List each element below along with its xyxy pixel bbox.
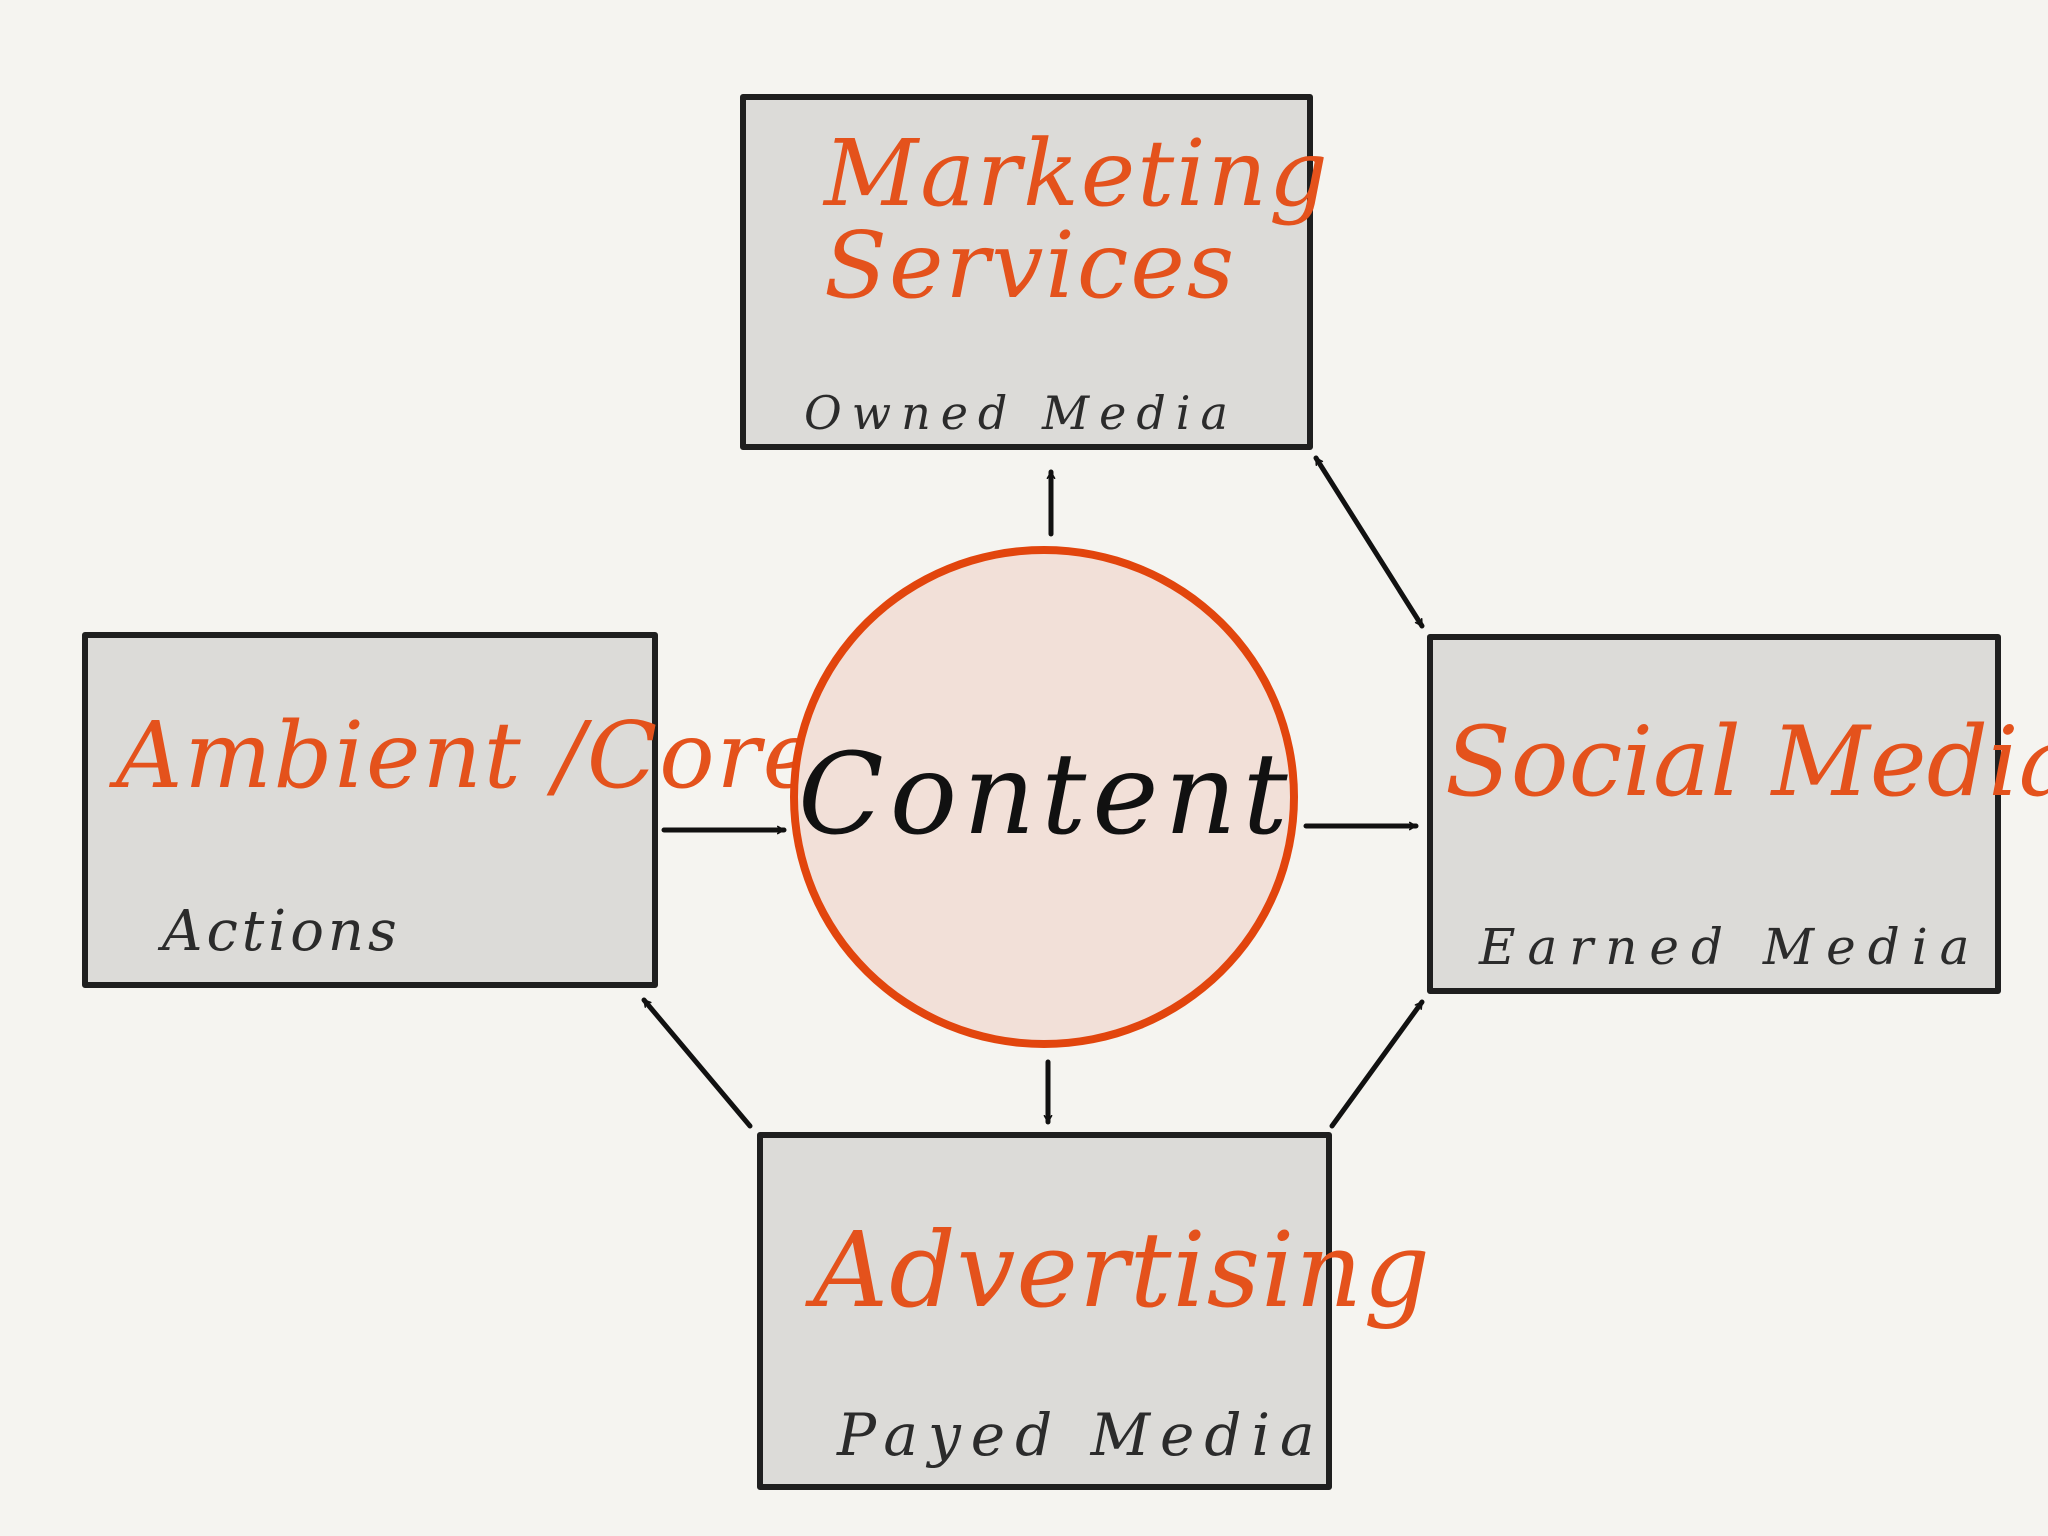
node-advertising-title: Advertising — [813, 1209, 1431, 1331]
node-advertising: Advertising Payed Media — [757, 1132, 1430, 1490]
node-ambient-core: Ambient /Core Actions — [82, 632, 817, 988]
arrow-marketing-services-social-media — [1313, 455, 1425, 629]
arrow-advertising-to-ambient — [641, 997, 753, 1129]
node-advertising-subtitle: Payed Media — [837, 1401, 1325, 1469]
node-social-media-subtitle: Earned Media — [1479, 918, 1982, 976]
node-marketing-services: Marketing Services Owned Media — [740, 94, 1330, 450]
node-ambient-core-title: Ambient /Core — [116, 702, 820, 809]
node-marketing-services-title: Marketing Services — [824, 120, 1330, 319]
content-hub-circle: Content — [790, 546, 1298, 1048]
node-social-media: Social Media Earned Media — [1427, 634, 2048, 994]
node-ambient-core-subtitle: Actions — [162, 899, 401, 964]
node-social-media-title: Social Media — [1445, 706, 2048, 818]
arrow-advertising-to-social-media — [1329, 999, 1425, 1129]
content-hub-label: Content — [798, 730, 1294, 860]
node-marketing-services-subtitle: Owned Media — [804, 386, 1238, 440]
